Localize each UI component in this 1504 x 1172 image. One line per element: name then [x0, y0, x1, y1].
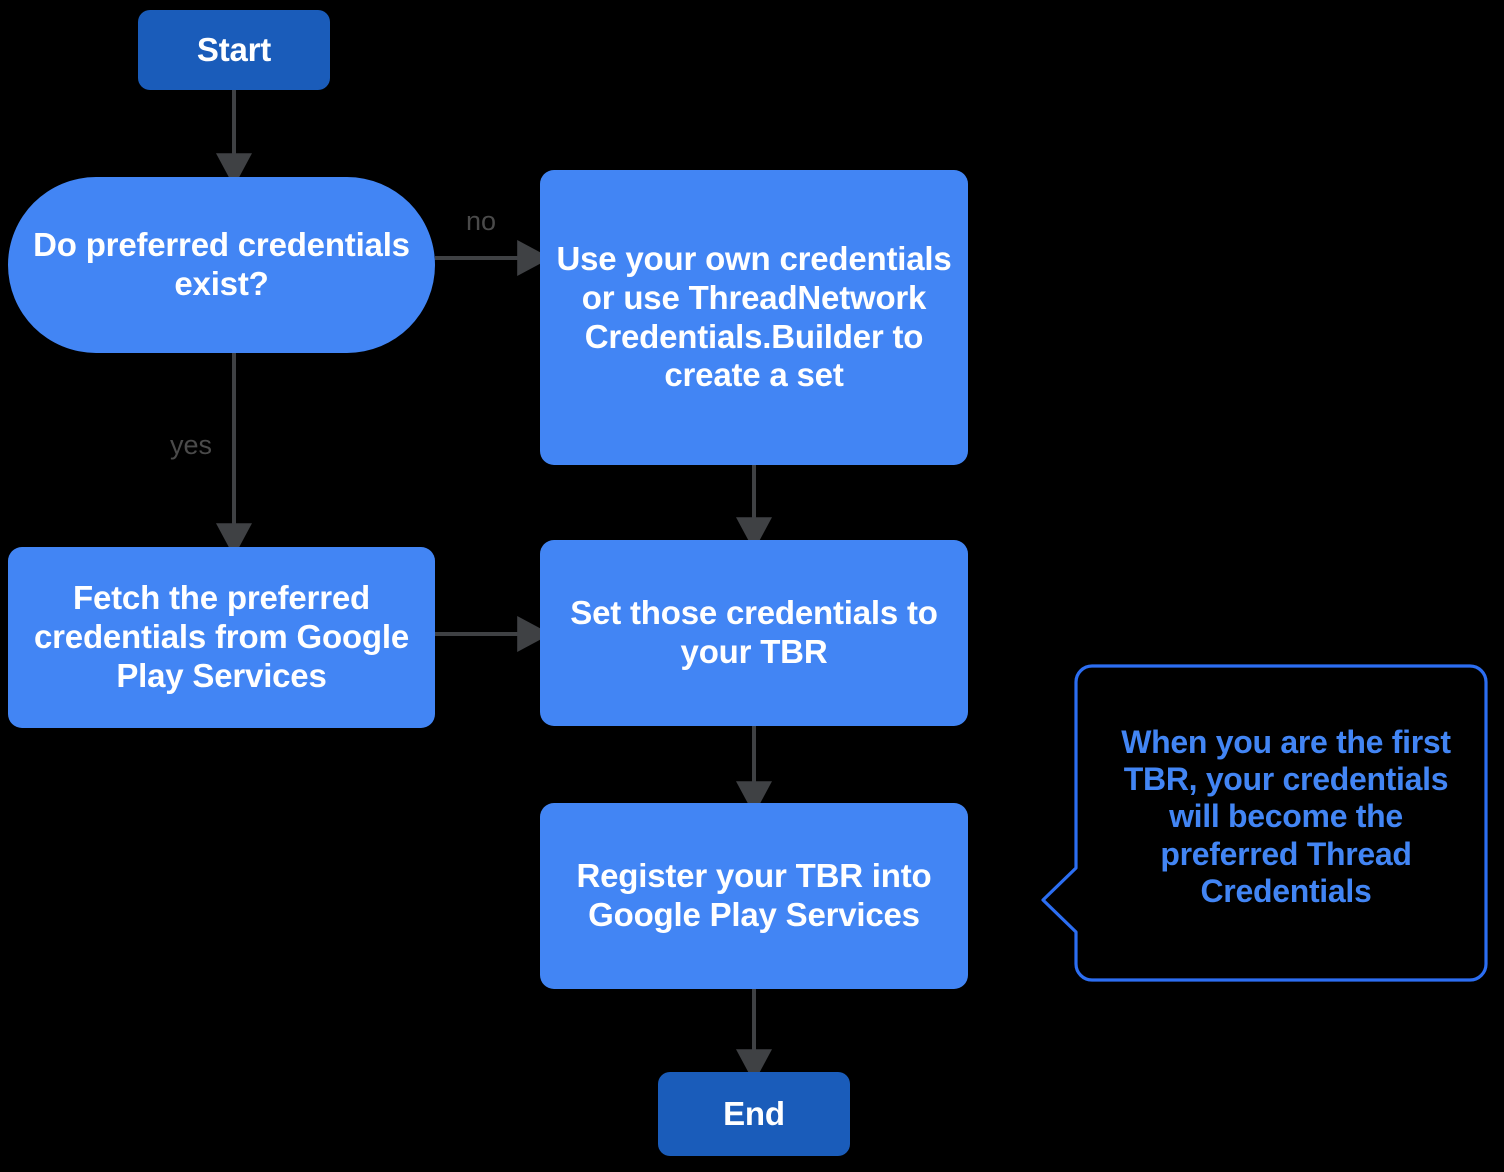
- node-start[interactable]: Start: [138, 10, 330, 90]
- node-decision-label: Do preferred credentials exist?: [33, 226, 410, 302]
- edge-label-yes: yes: [170, 430, 213, 460]
- callout-text: When you are the first TBR, your credent…: [1121, 724, 1451, 909]
- node-decision-preferred-credentials-exist[interactable]: Do preferred credentials exist?: [8, 177, 435, 353]
- node-fetch-preferred-credentials[interactable]: Fetch the preferred credentials from Goo…: [8, 547, 435, 728]
- callout-first-tbr: When you are the first TBR, your credent…: [1040, 646, 1492, 988]
- node-set-credentials-to-tbr-label: Set those credentials to your TBR: [570, 594, 938, 670]
- node-register-tbr-label: Register your TBR into Google Play Servi…: [576, 857, 932, 933]
- node-register-tbr-into-google-play-services[interactable]: Register your TBR into Google Play Servi…: [540, 803, 968, 989]
- node-set-credentials-to-tbr[interactable]: Set those credentials to your TBR: [540, 540, 968, 726]
- node-end-label: End: [723, 1094, 785, 1132]
- edge-label-no: no: [466, 206, 497, 236]
- node-end[interactable]: End: [658, 1072, 850, 1156]
- node-start-label: Start: [196, 30, 272, 68]
- node-use-your-own-credentials-label: Use your own credentials or use ThreadNe…: [556, 239, 952, 394]
- node-use-your-own-credentials[interactable]: Use your own credentials or use ThreadNe…: [540, 170, 968, 465]
- node-fetch-preferred-credentials-label: Fetch the preferred credentials from Goo…: [34, 579, 409, 694]
- callout-bubble-shape: [1041, 664, 1488, 982]
